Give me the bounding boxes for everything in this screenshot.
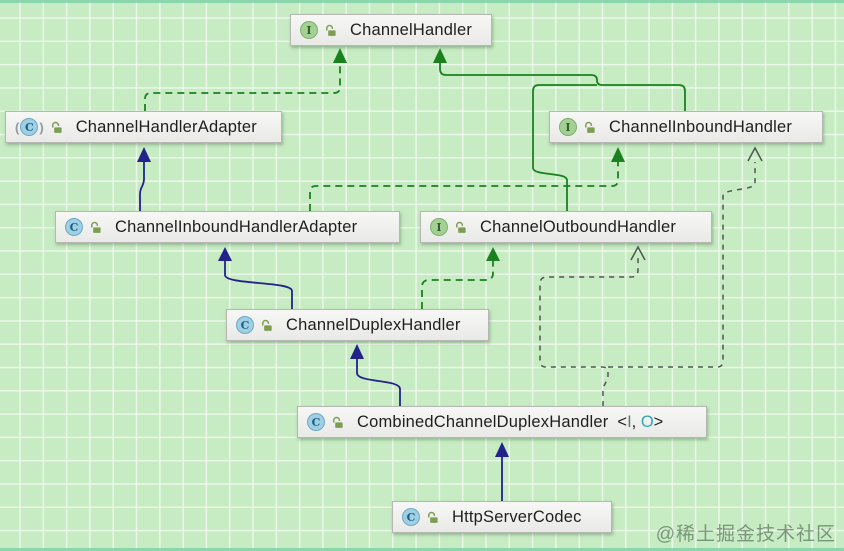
edge-inbound-outbound-extend-channelhandler [433, 48, 686, 211]
open-lock-icon [324, 24, 337, 37]
class-name: ChannelOutboundHandler [480, 217, 677, 236]
badge-letter: I [565, 120, 571, 134]
class-node-channelinboundhandler[interactable]: I ChannelInboundHandler [549, 111, 823, 143]
badge-letter: I [306, 23, 312, 37]
class-name: HttpServerCodec [452, 507, 582, 526]
abstract-class-icon: ( C ) [15, 118, 44, 136]
class-name: ChannelHandler [350, 20, 473, 39]
edge-inboundadapter-extends-channelhandleradapter [137, 147, 151, 211]
canvas-top-strip [0, 0, 844, 3]
watermark-text: @稀土掘金技术社区 [655, 524, 836, 545]
class-node-channelhandleradapter[interactable]: ( C ) ChannelHandlerAdapter [5, 111, 282, 143]
edge-combined-typeparams-inbound-outbound [539, 146, 763, 406]
class-name: ChannelDuplexHandler [286, 315, 461, 334]
open-lock-icon [583, 121, 596, 134]
badge-letter: C [69, 220, 79, 234]
edge-channelhandleradapter-implements-channelhandler [144, 48, 347, 111]
generic-close: > [653, 412, 664, 431]
interface-icon: I [430, 218, 448, 236]
generic-open: < [617, 412, 628, 431]
class-name: ChannelHandlerAdapter [75, 117, 257, 136]
class-icon: C [307, 413, 325, 431]
open-lock-icon [89, 221, 102, 234]
class-node-channelhandler[interactable]: I ChannelHandler [290, 14, 492, 46]
canvas-bottom-strip [0, 548, 844, 551]
interface-icon: I [559, 118, 577, 136]
class-icon: C [236, 316, 254, 334]
class-icon: C [65, 218, 83, 236]
badge-letter: C [406, 510, 416, 524]
interface-icon: I [300, 21, 318, 39]
open-lock-icon [331, 416, 344, 429]
open-lock-icon [50, 121, 63, 134]
class-node-channelinboundhandleradapter[interactable]: C ChannelInboundHandlerAdapter [55, 211, 400, 243]
open-lock-icon [260, 319, 273, 332]
edge-duplexhandler-extends-inboundadapter [218, 247, 293, 309]
class-icon: C [20, 118, 39, 136]
class-node-combinedchannelduplexhandler[interactable]: C CombinedChannelDuplexHandler <I, O> [297, 406, 707, 438]
class-name: ChannelInboundHandler [609, 117, 793, 136]
badge-letter: C [311, 415, 321, 429]
class-node-channelduplexhandler[interactable]: C ChannelDuplexHandler [226, 309, 489, 341]
generic-param-outbound: O [640, 412, 654, 431]
generic-param-inbound: I [627, 412, 632, 431]
class-name: ChannelInboundHandlerAdapter [115, 217, 358, 236]
open-lock-icon [426, 511, 439, 524]
badge-letter: C [24, 120, 34, 134]
edge-inboundadapter-implements-inboundhandler [309, 147, 625, 211]
class-icon: C [402, 508, 420, 526]
edge-httpservercodec-extends-combined [495, 442, 509, 501]
abstract-mark-left: ( [15, 119, 20, 135]
class-node-httpservercodec[interactable]: C HttpServerCodec [392, 501, 612, 533]
class-name: CombinedChannelDuplexHandler [357, 412, 609, 431]
edge-duplexhandler-implements-outboundhandler [421, 247, 500, 309]
badge-letter: C [240, 318, 250, 332]
abstract-mark-right: ) [39, 119, 44, 135]
generic-type-parameters: <I, O> [617, 413, 663, 432]
class-node-channeloutboundhandler[interactable]: I ChannelOutboundHandler [420, 211, 712, 243]
edge-combined-extends-duplexhandler [350, 344, 401, 406]
generic-separator: , [631, 412, 641, 431]
badge-letter: I [436, 220, 442, 234]
open-lock-icon [454, 221, 467, 234]
